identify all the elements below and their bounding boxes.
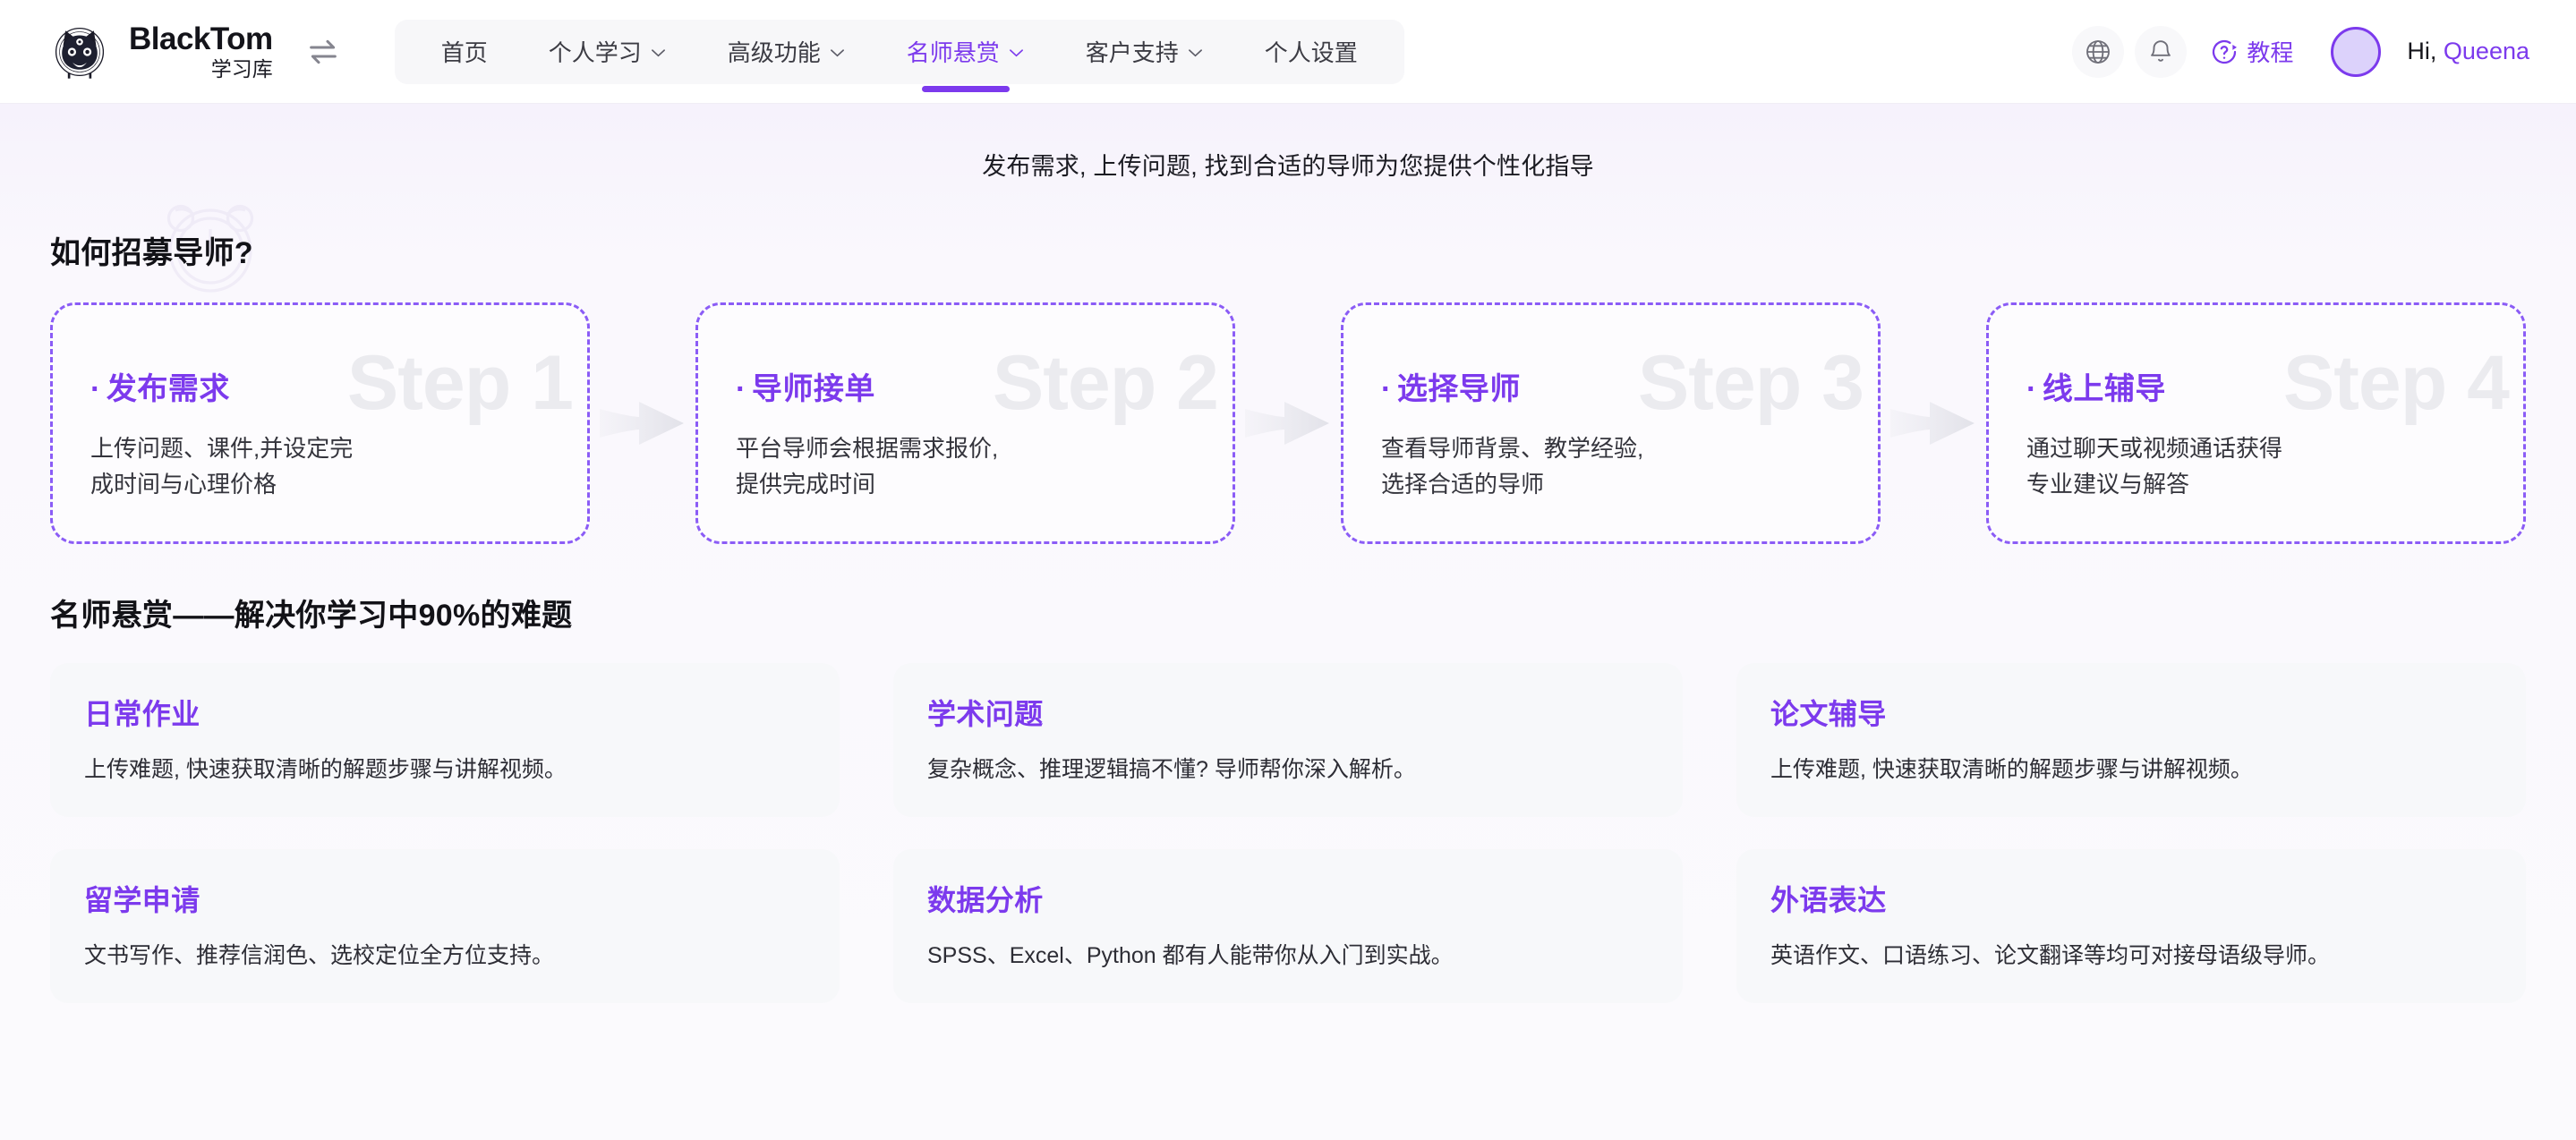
bullet-dot-icon: ·: [2026, 372, 2037, 406]
nav-item-label: 首页: [440, 39, 488, 66]
nav-item-label: 名师悬赏: [906, 39, 1000, 66]
step-description: 查看导师背景、教学经验, 选择合适的导师: [1381, 435, 1644, 498]
nav-item-label: 客户支持: [1085, 39, 1179, 66]
step-arrow-1: [590, 398, 695, 448]
notifications-button[interactable]: [2135, 25, 2188, 78]
category-description: 文书写作、推荐信润色、选校定位全方位支持。: [84, 943, 555, 968]
step-title: ·线上辅导: [2026, 364, 2486, 408]
arrow-right-icon: [1245, 402, 1329, 445]
swap-arrows-icon[interactable]: [305, 34, 341, 70]
step-title: ·选择导师: [1381, 364, 1840, 408]
nav-item-home[interactable]: 首页: [411, 20, 518, 84]
bounty-section-title: 名师悬赏——解决你学习中90%的难题: [50, 599, 573, 633]
tutorial-label: 教程: [2247, 39, 2294, 66]
brand-text: BlackTom 学习库: [129, 21, 273, 81]
nav-item-label: 个人学习: [548, 39, 642, 66]
nav-item-customer-support[interactable]: 客户支持: [1055, 20, 1234, 84]
category-description: 复杂概念、推理逻辑搞不懂? 导师帮你深入解析。: [927, 757, 1416, 782]
greeting: Hi, Queena: [2407, 38, 2529, 65]
category-title: 留学申请: [84, 884, 200, 916]
step-title-text: 导师接单: [751, 372, 875, 406]
category-title: 外语表达: [1770, 884, 1887, 916]
category-card-foreign-language[interactable]: 外语表达 英语作文、口语练习、论文翻译等均可对接母语级导师。: [1736, 849, 2526, 1003]
category-card-daily-homework[interactable]: 日常作业 上传难题, 快速获取清晰的解题步骤与讲解视频。: [50, 663, 840, 817]
greeting-prefix: Hi,: [2407, 38, 2437, 64]
arrow-right-icon: [600, 402, 684, 445]
arrow-right-icon: [1890, 402, 1975, 445]
bullet-dot-icon: ·: [90, 372, 101, 406]
category-title: 论文辅导: [1770, 698, 1887, 730]
app-header: BlackTom 学习库 首页 个人学习 高级功能 名师悬赏 客户支持 个人设置: [0, 0, 2576, 104]
step-card-4[interactable]: Step 4 ·线上辅导 通过聊天或视频通话获得 专业建议与解答: [1986, 302, 2526, 544]
step-card-3[interactable]: Step 3 ·选择导师 查看导师背景、教学经验, 选择合适的导师: [1341, 302, 1881, 544]
nav-item-advanced-features[interactable]: 高级功能: [697, 20, 876, 84]
page-tagline: 发布需求, 上传问题, 找到合适的导师为您提供个性化指导: [982, 153, 1594, 180]
header-actions: 教程 Hi, Queena: [2072, 25, 2529, 78]
category-title: 学术问题: [927, 698, 1044, 730]
nav-item-personal-settings[interactable]: 个人设置: [1234, 20, 1388, 84]
question-circle-icon: [2213, 39, 2238, 64]
category-description: SPSS、Excel、Python 都有人能带你从入门到实战。: [927, 943, 1454, 968]
cat-head-logo-icon: [55, 27, 105, 79]
steps-row: Step 1 ·发布需求 上传问题、课件,并设定完 成时间与心理价格 Step: [50, 302, 2526, 544]
page-body: 发布需求, 上传问题, 找到合适的导师为您提供个性化指导 如何招募导师? Ste…: [0, 104, 2576, 1140]
category-description: 英语作文、口语练习、论文翻译等均可对接母语级导师。: [1770, 943, 2331, 968]
brand-subtitle: 学习库: [210, 56, 273, 81]
tutorial-button[interactable]: 教程: [2210, 35, 2293, 68]
step-card-1[interactable]: Step 1 ·发布需求 上传问题、课件,并设定完 成时间与心理价格: [50, 302, 590, 544]
category-description: 上传难题, 快速获取清晰的解题步骤与讲解视频。: [84, 757, 567, 782]
brand-logo-group[interactable]: BlackTom 学习库: [50, 22, 273, 81]
step-description: 通过聊天或视频通话获得 专业建议与解答: [2026, 435, 2283, 498]
category-card-study-abroad[interactable]: 留学申请 文书写作、推荐信润色、选校定位全方位支持。: [50, 849, 840, 1003]
nav-item-label: 高级功能: [727, 39, 821, 66]
greeting-username: Queena: [2443, 38, 2529, 64]
category-title: 数据分析: [927, 884, 1044, 916]
step-arrow-3: [1881, 398, 1986, 448]
bell-notification-icon: [2151, 39, 2171, 62]
step-description: 平台导师会根据需求报价, 提供完成时间: [736, 435, 999, 498]
category-card-thesis-tutoring[interactable]: 论文辅导 上传难题, 快速获取清晰的解题步骤与讲解视频。: [1736, 663, 2526, 817]
page-container: 如何招募导师? Step 1 ·发布需求 上传问题、课件,并设定完 成时间与心理…: [0, 228, 2576, 1003]
step-arrow-2: [1235, 398, 1341, 448]
step-title-text: 线上辅导: [2042, 372, 2166, 406]
chevron-down-icon: [830, 49, 844, 57]
globe-icon: [2086, 39, 2111, 64]
bullet-dot-icon: ·: [1381, 372, 1392, 406]
language-button[interactable]: [2072, 25, 2125, 78]
category-description: 上传难题, 快速获取清晰的解题步骤与讲解视频。: [1770, 757, 2253, 782]
bullet-dot-icon: ·: [736, 372, 746, 406]
how-section-title: 如何招募导师?: [50, 236, 253, 270]
bounty-category-grid: 日常作业 上传难题, 快速获取清晰的解题步骤与讲解视频。 学术问题 复杂概念、推…: [50, 663, 2526, 1003]
step-title-text: 发布需求: [106, 372, 230, 406]
category-card-academic-questions[interactable]: 学术问题 复杂概念、推理逻辑搞不懂? 导师帮你深入解析。: [893, 663, 1683, 817]
step-title: ·发布需求: [90, 364, 550, 408]
chevron-down-icon: [651, 49, 665, 57]
chevron-down-icon: [1188, 49, 1202, 57]
step-title-text: 选择导师: [1396, 372, 1521, 406]
nav-item-teacher-bounty[interactable]: 名师悬赏: [876, 20, 1055, 84]
main-nav: 首页 个人学习 高级功能 名师悬赏 客户支持 个人设置: [394, 19, 1404, 84]
category-card-data-analysis[interactable]: 数据分析 SPSS、Excel、Python 都有人能带你从入门到实战。: [893, 849, 1683, 1003]
step-card-2[interactable]: Step 2 ·导师接单 平台导师会根据需求报价, 提供完成时间: [695, 302, 1235, 544]
category-title: 日常作业: [84, 698, 200, 730]
nav-item-personal-study[interactable]: 个人学习: [518, 20, 697, 84]
nav-item-label: 个人设置: [1264, 39, 1358, 66]
chevron-down-icon: [1009, 49, 1023, 57]
step-title: ·导师接单: [736, 364, 1195, 408]
step-description: 上传问题、课件,并设定完 成时间与心理价格: [90, 435, 354, 498]
brand-name: BlackTom: [129, 21, 273, 57]
avatar[interactable]: [2331, 26, 2382, 77]
